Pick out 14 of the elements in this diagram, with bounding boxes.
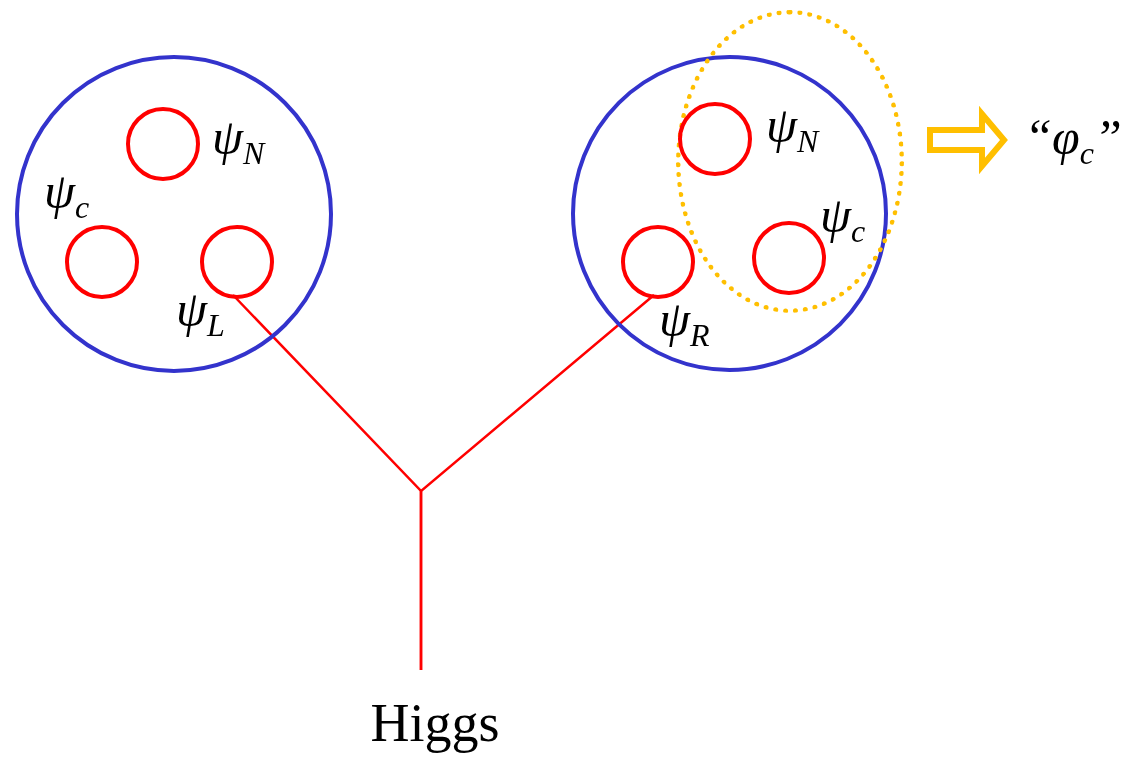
field-label: ψ$_{c}$ <box>820 190 866 247</box>
inner-circle <box>126 107 200 181</box>
symbol-label: “φ$_{c}$” <box>1024 111 1122 169</box>
field-label: ψ$_{L}$ <box>176 284 225 341</box>
field-label: ψ$_{N}$ <box>766 100 819 157</box>
hollow-arrow <box>927 105 1008 175</box>
field-label: ψ$_{R}$ <box>659 294 710 351</box>
outer-circle <box>15 55 333 373</box>
field-label: ψ$_{N}$ <box>212 112 265 169</box>
field-label: ψ$_{c}$ <box>44 166 90 223</box>
inner-circle <box>678 102 752 176</box>
inner-circle <box>621 225 695 299</box>
inner-circle <box>65 225 139 299</box>
outer-circle <box>571 55 888 372</box>
